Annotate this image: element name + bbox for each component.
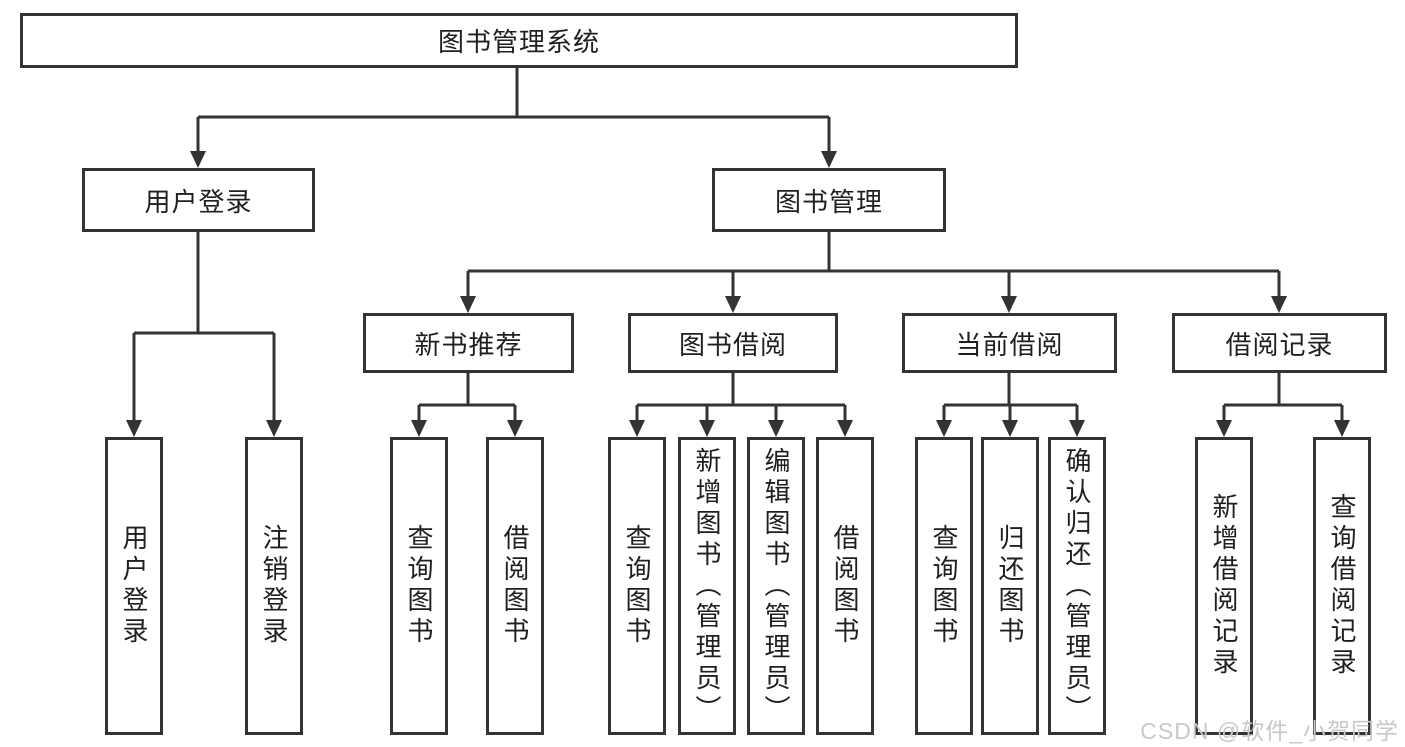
arrowhead-icon xyxy=(1334,420,1350,437)
arrowhead-icon xyxy=(190,151,206,168)
arrowhead-icon xyxy=(1271,296,1287,313)
leaf-label: 编辑图书（管理员） xyxy=(761,446,791,726)
leaf-user-login: 用户登录 xyxy=(105,437,163,735)
leaf-label: 新增借阅记录 xyxy=(1209,493,1239,679)
node-borrowing-records: 借阅记录 xyxy=(1172,313,1387,373)
leaf-label: 借阅图书 xyxy=(500,524,530,648)
arrowhead-icon xyxy=(768,420,784,437)
leaf-query-books-recommend: 查询图书 xyxy=(390,437,448,735)
arrowhead-icon xyxy=(1002,420,1018,437)
arrowhead-icon xyxy=(725,296,741,313)
leaf-edit-book-admin: 编辑图书（管理员） xyxy=(747,437,805,735)
leaf-query-books-borrow: 查询图书 xyxy=(608,437,666,735)
arrowhead-icon xyxy=(460,296,476,313)
leaf-label: 确认归还（管理员） xyxy=(1062,446,1092,726)
leaf-query-borrow-record: 查询借阅记录 xyxy=(1313,437,1371,735)
node-library-management-system: 图书管理系统 xyxy=(20,13,1018,68)
arrowhead-icon xyxy=(1216,420,1232,437)
arrowhead-icon xyxy=(126,420,142,437)
arrowhead-icon xyxy=(821,151,837,168)
leaf-label: 用户登录 xyxy=(119,524,149,648)
leaf-label: 查询图书 xyxy=(929,524,959,648)
arrowhead-icon xyxy=(1069,420,1085,437)
leaf-label: 查询图书 xyxy=(622,524,652,648)
node-user-login: 用户登录 xyxy=(82,168,315,232)
leaf-label: 注销登录 xyxy=(259,524,289,648)
leaf-confirm-return-admin: 确认归还（管理员） xyxy=(1048,437,1106,735)
arrowhead-icon xyxy=(629,420,645,437)
leaf-return-book: 归还图书 xyxy=(981,437,1039,735)
node-book-management: 图书管理 xyxy=(712,168,946,232)
leaf-label: 查询借阅记录 xyxy=(1327,493,1357,679)
leaf-borrow-books: 借阅图书 xyxy=(816,437,874,735)
leaf-label: 归还图书 xyxy=(995,524,1025,648)
leaf-add-borrow-record: 新增借阅记录 xyxy=(1195,437,1253,735)
node-current-borrowing: 当前借阅 xyxy=(902,313,1117,373)
arrowhead-icon xyxy=(1001,296,1017,313)
arrowheads xyxy=(126,151,1350,437)
node-book-borrowing: 图书借阅 xyxy=(628,313,838,373)
leaf-label: 查询图书 xyxy=(404,524,434,648)
arrowhead-icon xyxy=(837,420,853,437)
leaf-label: 新增图书（管理员） xyxy=(692,446,722,726)
leaf-borrow-books-recommend: 借阅图书 xyxy=(486,437,544,735)
watermark: CSDN @软件_小贺同学 xyxy=(1140,718,1399,744)
leaf-logout: 注销登录 xyxy=(245,437,303,735)
arrowhead-icon xyxy=(266,420,282,437)
leaf-add-book-admin: 新增图书（管理员） xyxy=(678,437,736,735)
connector-path xyxy=(132,68,1344,421)
arrowhead-icon xyxy=(936,420,952,437)
arrowhead-icon xyxy=(507,420,523,437)
leaf-label: 借阅图书 xyxy=(830,524,860,648)
node-new-book-recommendation: 新书推荐 xyxy=(363,313,574,373)
arrowhead-icon xyxy=(699,420,715,437)
leaf-query-books-current: 查询图书 xyxy=(915,437,973,735)
arrowhead-icon xyxy=(411,420,427,437)
